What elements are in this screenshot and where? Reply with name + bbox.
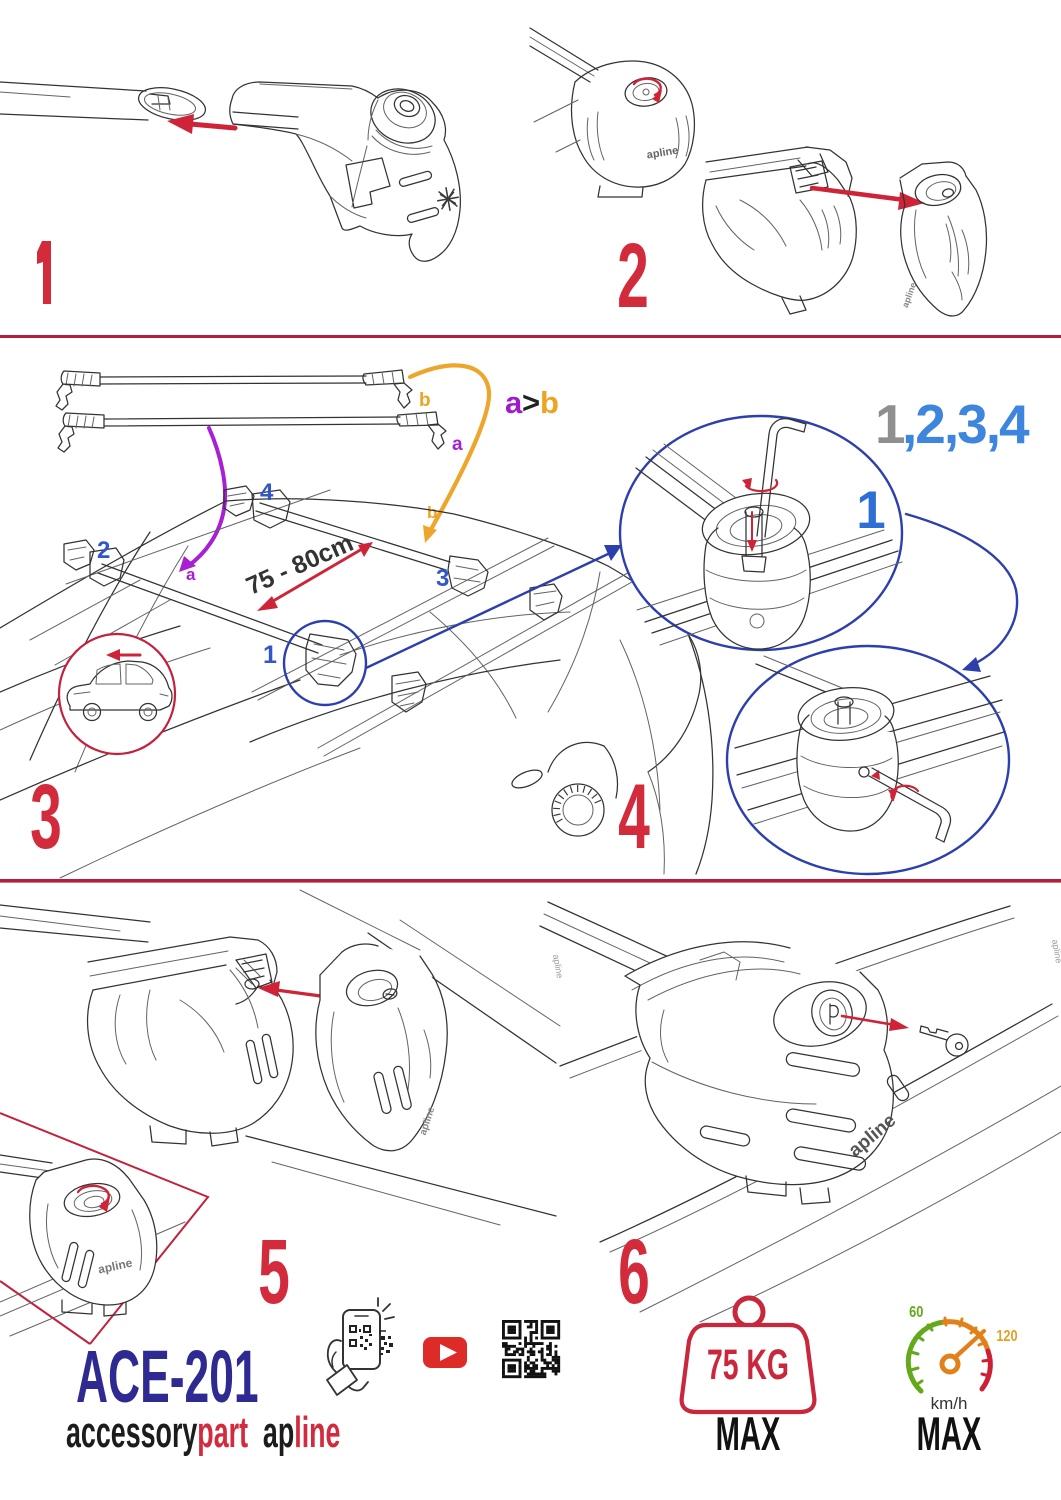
svg-text:1: 1 [856,481,885,540]
svg-text:accessorypart apline: accessorypart apline [66,1407,340,1457]
svg-text:,2,3,4: ,2,3,4 [902,393,1030,455]
svg-text:3: 3 [30,766,62,868]
svg-text:a: a [452,434,463,455]
svg-text:60: 60 [909,1304,923,1322]
svg-text:120: 120 [996,1328,1017,1346]
svg-text:>: > [522,385,540,420]
svg-text:apline: apline [1050,939,1061,964]
svg-text:3: 3 [436,565,449,592]
svg-text:a: a [186,565,196,584]
svg-text:2: 2 [97,537,110,564]
svg-text:2: 2 [617,225,649,327]
svg-text:ACE-201: ACE-201 [76,1335,259,1417]
svg-text:4: 4 [260,479,274,506]
svg-text:75 KG: 75 KG [707,1340,789,1388]
svg-text:MAX: MAX [716,1409,781,1461]
svg-text:4: 4 [618,766,650,868]
svg-text:1: 1 [875,393,905,455]
svg-text:b: b [427,503,437,522]
svg-text:5: 5 [258,1221,290,1323]
svg-text:a: a [505,385,523,420]
svg-text:apline: apline [646,145,679,162]
svg-text:6: 6 [618,1221,650,1323]
svg-text:1: 1 [263,641,277,669]
svg-text:b: b [540,385,559,420]
svg-text:MAX: MAX [917,1409,982,1461]
svg-text:b: b [419,390,431,411]
svg-text:km/h: km/h [931,1394,968,1413]
svg-text:apline: apline [551,954,565,979]
